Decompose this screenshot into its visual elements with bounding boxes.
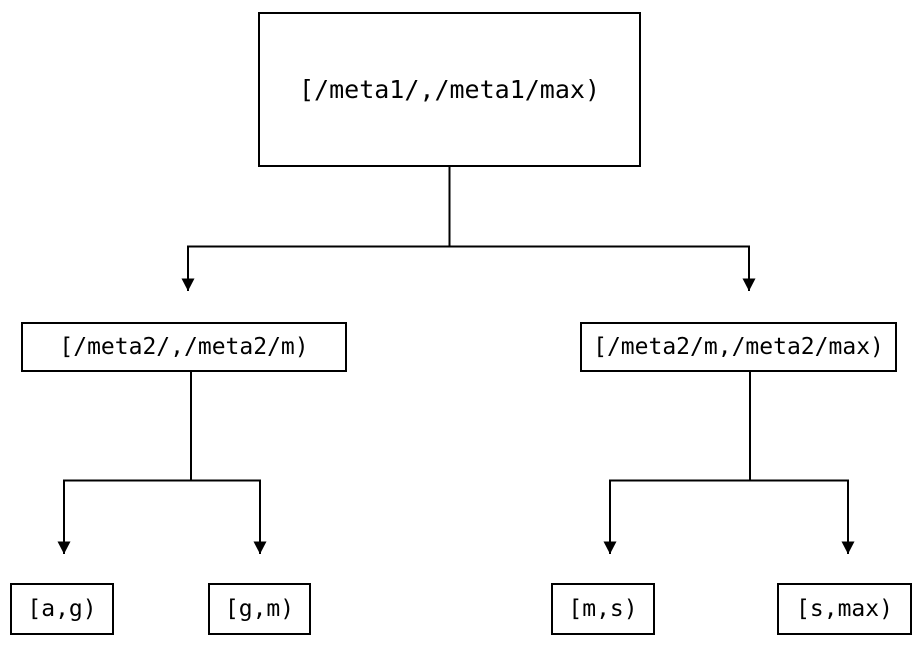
tree-node-mid-left[interactable]: [/meta2/,/meta2/m) [21,322,347,372]
tree-node-mid-right-label: [/meta2/m,/meta2/max) [593,333,884,360]
tree-node-leaf-1-label: [a,g) [27,595,97,622]
edge-root-to-mid-right [449,245,756,291]
tree-node-leaf-3[interactable]: [m,s) [551,583,655,635]
tree-node-leaf-2-label: [g,m) [224,595,295,622]
edge-mid-left-to-leaf-1 [57,372,192,554]
tree-node-leaf-4-label: [s,max) [796,595,893,622]
edge-mid-right-to-leaf-4 [750,479,855,554]
tree-node-leaf-1[interactable]: [a,g) [10,583,114,635]
edge-mid-left-to-leaf-2 [191,479,267,554]
tree-node-leaf-4[interactable]: [s,max) [777,583,912,635]
tree-node-root[interactable]: [/meta1/,/meta1/max) [258,12,641,167]
tree-node-mid-left-label: [/meta2/,/meta2/m) [59,333,309,360]
tree-node-leaf-2[interactable]: [g,m) [208,583,311,635]
edge-root-to-mid-left [181,167,451,291]
edge-mid-right-to-leaf-3 [603,372,751,554]
tree-node-mid-right[interactable]: [/meta2/m,/meta2/max) [580,322,897,372]
tree-node-leaf-3-label: [m,s) [568,595,638,622]
tree-node-root-label: [/meta1/,/meta1/max) [298,75,601,104]
